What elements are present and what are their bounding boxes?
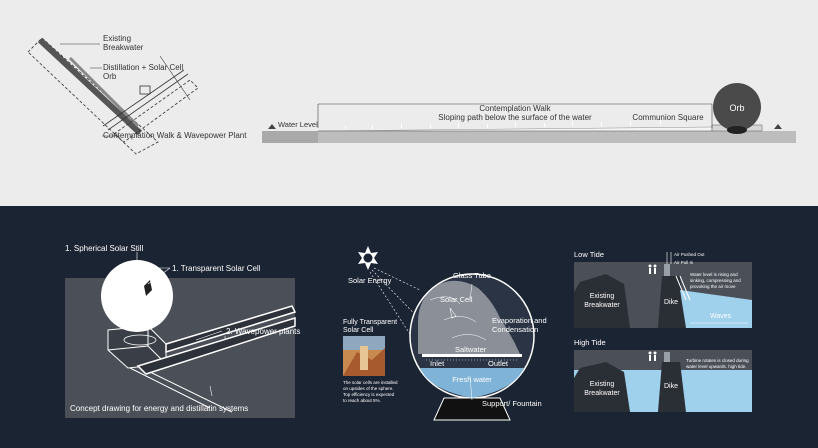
label-spherical-still: 1. Spherical Solar Still — [65, 244, 143, 253]
label-solar-cell: Solar Cell — [440, 295, 473, 304]
air-in-label: Air Pull In — [674, 260, 694, 265]
label-glass-tube: Glass Tube — [453, 271, 491, 280]
low-note-1: Water level is rising and — [690, 272, 738, 277]
plan-label-walk: Contemplation Walk & Wavepower Plant — [103, 131, 247, 140]
high-breakwater-2: Breakwater — [584, 390, 620, 397]
low-dike-label: Dike — [664, 299, 678, 306]
label-saltwater: Saltwater — [455, 345, 487, 354]
inset-title-1: Fully Transparent — [343, 319, 397, 326]
low-breakwater-1: Existing — [590, 293, 615, 300]
communion-square-label: Communion Square — [632, 113, 704, 122]
label-wavepower: 2. Wavepower plants — [226, 327, 300, 336]
label-support: Support/ Fountain — [482, 399, 542, 408]
high-note-2: water level upwards. high tide. — [686, 364, 747, 369]
inset-note-3: Top efficiency is expected — [343, 392, 395, 397]
plan-label-distillation: Distillation + Solar Cell — [103, 63, 183, 72]
solar-still-diagram: Solar Energy Glass Tube Solar Cell Evapo… — [343, 246, 547, 421]
high-tide-title: High Tide — [574, 338, 606, 347]
air-out-label: Air Pushed Out — [674, 252, 705, 257]
high-tide-diagram: High Tide Turbine rotates is closed duri… — [574, 338, 752, 412]
high-note-1: Turbine rotates is closed during — [686, 358, 749, 363]
section-diagram: Orb Water Level Contemplation Walk Slopi… — [262, 83, 796, 143]
low-tide-water — [680, 290, 752, 328]
waves-label: Waves — [710, 313, 732, 320]
low-note-2: sinking, compressing and — [690, 278, 741, 283]
inset-title-2: Solar Cell — [343, 327, 374, 334]
plan-label-breakwater-1: Existing — [103, 34, 131, 43]
high-breakwater-1: Existing — [590, 381, 615, 388]
plan-label-orb: Orb — [103, 72, 117, 81]
water-level-label: Water Level — [278, 120, 318, 129]
plan-label-breakwater-2: Breakwater — [103, 43, 144, 52]
section-orb-label: Orb — [729, 103, 744, 113]
label-fresh-water: Fresh water — [452, 375, 492, 384]
label-outlet: Outlet — [488, 359, 509, 368]
walk-subtitle: Sloping path below the surface of the wa… — [438, 113, 592, 122]
low-tide-title: Low Tide — [574, 250, 604, 259]
sun-icon — [358, 246, 378, 270]
label-condensation: Condensation — [492, 325, 538, 334]
label-solar-energy: Solar Energy — [348, 276, 392, 285]
inset-note-4: to reach about 5%. — [343, 398, 381, 403]
low-note-3: provoking the air move — [690, 284, 736, 289]
label-transparent-cell: 1. Transparent Solar Cell — [172, 264, 261, 273]
high-dike-label: Dike — [664, 383, 678, 390]
inset-solar-cell: Fully Transparent Solar Cell The solar c… — [343, 319, 398, 403]
low-breakwater-2: Breakwater — [584, 302, 620, 309]
concept-caption: Concept drawing for energy and distillat… — [70, 404, 248, 413]
concept-drawing: 1. Spherical Solar Still 1. Transparent … — [65, 244, 300, 418]
low-tide-diagram: Low Tide Air Pushed Out Air Pull In Wate… — [574, 250, 752, 328]
sparkle-texture — [345, 120, 661, 129]
solar-still-sphere — [101, 260, 173, 332]
inset-note-1: The solar cells are installed — [343, 380, 398, 385]
plan-diagram: Existing Breakwater Distillation + Solar… — [27, 34, 247, 155]
label-inlet: Inlet — [430, 359, 445, 368]
section-orb — [713, 83, 761, 131]
inset-note-2: on upsides of the sphere. — [343, 386, 394, 391]
label-evaporation: Evaporation and — [492, 316, 547, 325]
walk-title: Contemplation Walk — [479, 104, 551, 113]
